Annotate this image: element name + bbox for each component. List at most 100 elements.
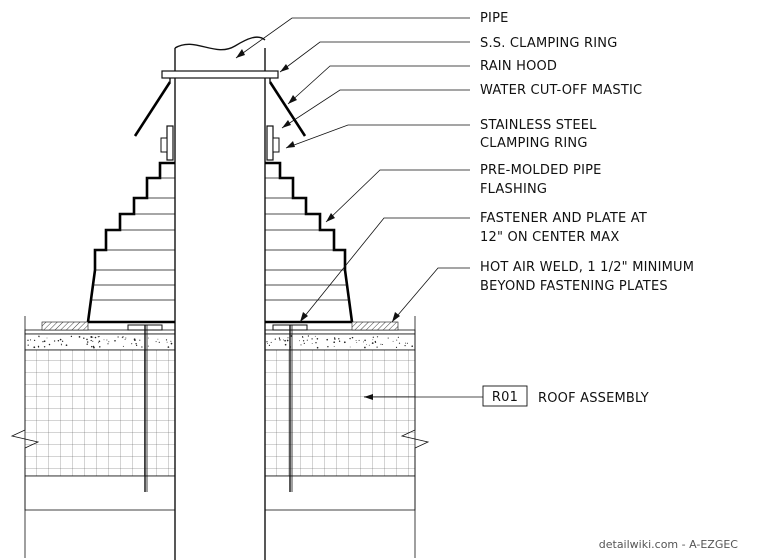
speckle-dot <box>372 336 374 338</box>
speckle-dot <box>349 337 351 340</box>
speckle-dot <box>97 336 99 338</box>
speckle-dot <box>61 344 63 346</box>
speckle-dot <box>141 346 143 348</box>
speckle-dot <box>99 346 101 348</box>
speckle-dot <box>43 346 46 348</box>
speckle-dot <box>397 336 399 338</box>
speckle-dot <box>395 346 398 348</box>
label-stainless-steel-1: STAINLESS STEEL <box>480 118 597 133</box>
speckle-dot <box>94 336 97 339</box>
speckle-dot <box>284 343 287 346</box>
speckle-dot <box>65 344 68 347</box>
speckle-dot <box>170 340 172 342</box>
rain-hood <box>133 78 307 137</box>
watermark: detailwiki.com - A-EZGEC <box>599 538 739 551</box>
speckle-dot <box>302 340 305 342</box>
speckle-dot <box>381 343 383 346</box>
speckle-dot <box>33 339 36 342</box>
speckle-dot <box>283 339 284 341</box>
speckle-dot <box>83 337 85 339</box>
cover-board-texture <box>27 335 413 349</box>
speckle-dot <box>387 337 389 339</box>
speckle-dot <box>316 346 319 349</box>
speckle-dot <box>38 336 40 338</box>
speckle-dot <box>371 342 374 344</box>
speckle-dot <box>92 336 94 338</box>
speckle-dot <box>302 336 304 338</box>
speckle-dot <box>374 341 377 343</box>
speckle-dot <box>268 344 271 347</box>
speckle-dot <box>351 336 354 339</box>
label-premolded-1: PRE-MOLDED PIPE <box>480 163 602 178</box>
speckle-dot <box>91 345 93 348</box>
speckle-dot <box>122 345 124 347</box>
label-hot-air-1: HOT AIR WELD, 1 1/2" MINIMUM <box>480 260 694 275</box>
speckle-dot <box>122 336 124 338</box>
speckle-dot <box>380 343 382 345</box>
speckle-dot <box>108 341 110 343</box>
speckle-dot <box>303 342 305 345</box>
speckle-dot <box>86 338 88 341</box>
speckle-dot <box>364 339 366 342</box>
speckle-dot <box>155 341 157 343</box>
speckle-dot <box>78 336 81 338</box>
speckle-dot <box>338 340 341 342</box>
speckle-dot <box>355 340 357 342</box>
speckle-dot <box>311 338 313 340</box>
speckle-dot <box>300 344 302 346</box>
speckle-dot <box>135 344 138 347</box>
speckle-dot <box>396 339 398 341</box>
speckle-dot <box>327 346 329 348</box>
ss-clamping-ring-top <box>161 70 279 79</box>
speckle-dot <box>157 338 159 340</box>
speckle-dot <box>333 345 335 347</box>
speckle-dot <box>334 338 336 340</box>
speckle-dot <box>42 341 44 343</box>
speckle-dot <box>358 339 360 341</box>
speckle-dot <box>27 339 29 341</box>
speckle-dot <box>93 346 95 349</box>
speckle-dot <box>274 338 276 340</box>
speckle-dot <box>315 342 317 344</box>
speckle-dot <box>405 342 406 344</box>
speckle-dot <box>117 336 119 338</box>
speckle-dot <box>60 343 62 345</box>
speckle-dot <box>266 341 268 343</box>
roof-assembly-left <box>10 316 176 558</box>
speckle-dot <box>333 341 336 344</box>
premolded-pipe-flashing <box>86 161 354 324</box>
label-stainless-steel-2: CLAMPING RING <box>480 136 588 151</box>
speckle-dot <box>147 337 149 339</box>
speckle-dot <box>147 345 149 347</box>
speckle-dot <box>326 338 329 341</box>
speckle-dot <box>27 344 29 346</box>
speckle-dot <box>306 339 308 341</box>
speckle-dot <box>376 336 379 338</box>
speckle-dot <box>38 346 40 348</box>
roof-tag-box <box>482 385 528 407</box>
speckle-dot <box>356 342 358 343</box>
speckle-dot <box>61 340 64 342</box>
label-fastener-1: FASTENER AND PLATE AT <box>480 211 647 226</box>
speckle-dot <box>165 339 168 341</box>
speckle-dot <box>279 338 281 339</box>
speckle-dot <box>90 339 92 342</box>
speckle-dot <box>29 339 32 341</box>
speckle-dot <box>166 341 168 343</box>
speckle-dot <box>363 341 364 343</box>
fastener-and-plate <box>127 324 308 492</box>
speckle-dot <box>307 335 310 337</box>
speckle-dot <box>398 342 401 344</box>
speckle-dot <box>103 339 105 341</box>
label-premolded-2: FLASHING <box>480 182 547 197</box>
speckle-dot <box>171 343 173 345</box>
label-rain-hood: RAIN HOOD <box>480 59 557 74</box>
speckle-dot <box>53 340 56 342</box>
speckle-dot <box>311 342 313 344</box>
speckle-dot <box>404 344 406 347</box>
speckle-dot <box>134 339 136 341</box>
speckle-dot <box>284 339 286 342</box>
speckle-dot <box>158 341 160 343</box>
speckle-dot <box>90 336 93 338</box>
speckle-dot <box>299 340 301 342</box>
